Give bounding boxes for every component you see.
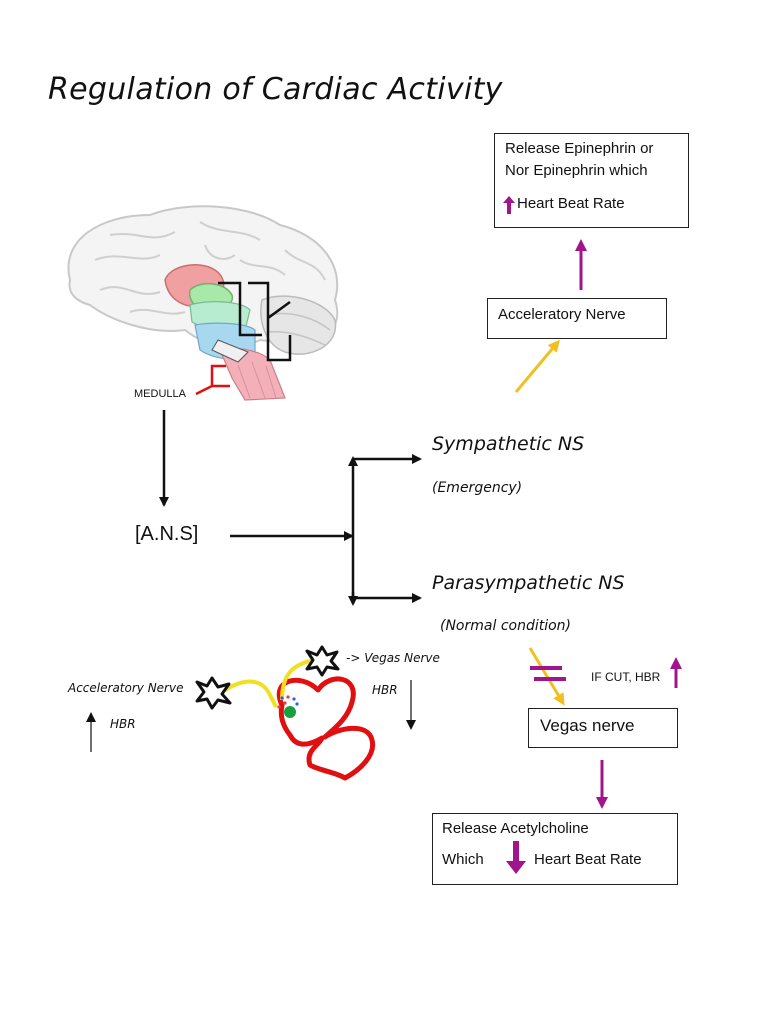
parasympathetic-condition: (Normal condition) <box>440 618 572 634</box>
medulla-label: MEDULLA <box>134 388 186 400</box>
acceleratory-nerve-box: Acceleratory Nerve <box>487 298 667 339</box>
epinephrin-line2: Nor Epinephrin which <box>505 162 648 179</box>
release-epinephrin-box: Release Epinephrin or Nor Epinephrin whi… <box>494 133 689 228</box>
acetylcholine-which: Which <box>442 851 484 868</box>
vegas-nerve-text: Vegas nerve <box>540 716 635 735</box>
release-acetylcholine-box: Release Acetylcholine Which Heart Beat R… <box>432 813 678 885</box>
ans-label: [A.N.S] <box>135 523 199 545</box>
page-title: Regulation of Cardiac Activity <box>48 72 503 107</box>
acetylcholine-hbr: Heart Beat Rate <box>534 851 642 868</box>
parasympathetic-label: Parasympathetic NS <box>432 572 625 594</box>
left-ganglion-icon <box>195 676 232 710</box>
heart-vegas-label: -> Vegas Nerve <box>346 651 440 665</box>
sympathetic-label: Sympathetic NS <box>432 433 585 455</box>
heart-sketch <box>223 658 376 781</box>
sympathetic-condition: (Emergency) <box>432 480 523 496</box>
brain-illustration <box>67 205 339 401</box>
if-cut-note: IF CUT, HBR <box>591 670 661 684</box>
heart-right-hbr: HBR <box>372 683 398 697</box>
purple-down-arrow-icon <box>506 841 526 874</box>
heart-left-hbr: HBR <box>110 717 136 731</box>
vegas-nerve-box: Vegas nerve <box>528 708 678 748</box>
epinephrin-line1: Release Epinephrin or <box>505 140 654 157</box>
acetylcholine-line1: Release Acetylcholine <box>442 820 589 837</box>
right-ganglion-icon <box>305 645 340 677</box>
acceleratory-nerve-text: Acceleratory Nerve <box>498 306 626 323</box>
epinephrin-line3: Heart Beat Rate <box>517 195 625 212</box>
purple-up-arrow-icon <box>503 196 515 214</box>
heart-acceleratory-label: Acceleratory Nerve <box>68 681 184 695</box>
